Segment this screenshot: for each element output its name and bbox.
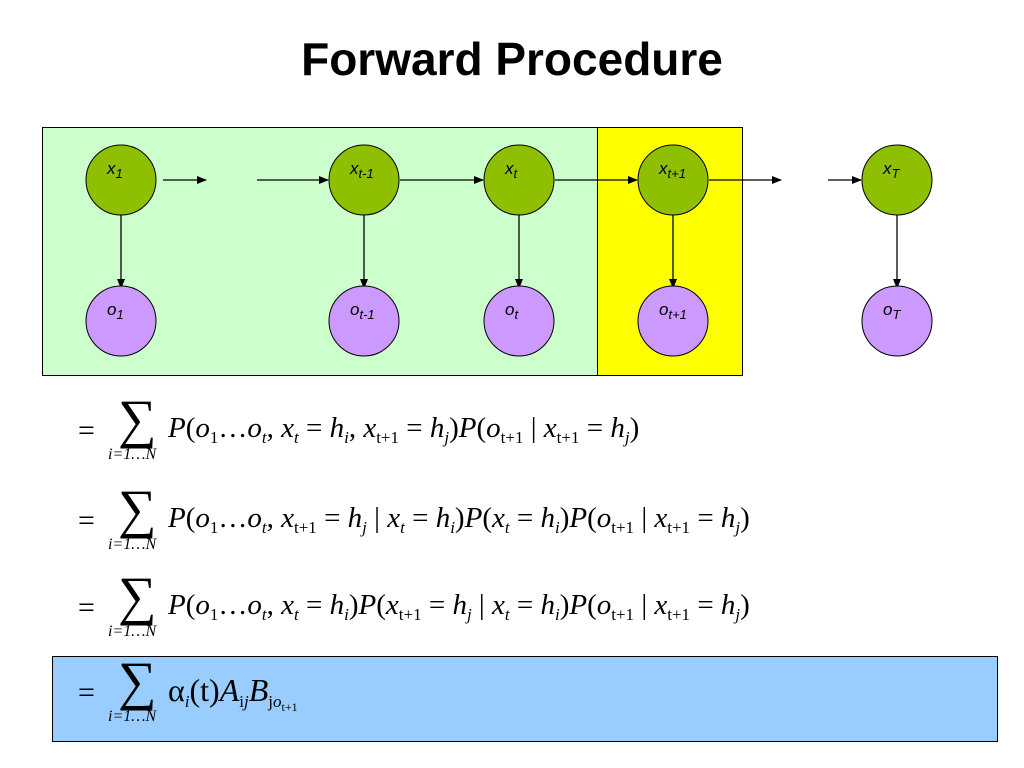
summation-range: i=1…N <box>108 708 157 725</box>
summation-range: i=1…N <box>108 446 157 463</box>
equation-body: P(o1…ot, xt = hi)P(xt+1 = hj | xt = hi)P… <box>168 589 750 624</box>
observation-node-label: ot-1 <box>350 300 375 322</box>
hidden-state-node <box>861 144 933 216</box>
equation-line-3: = ∑ i=1…N P(o1…ot, xt = hi)P(xt+1 = hj |… <box>78 569 978 643</box>
equation-line-1: = ∑ i=1…N P(o1…ot, xt = hi, xt+1 = hj)P(… <box>78 392 978 466</box>
equation-line-2: = ∑ i=1…N P(o1…ot, xt+1 = hj | xt = hi)P… <box>78 482 978 556</box>
hidden-state-node-label: xT <box>882 159 901 181</box>
equation-body: P(o1…ot, xt = hi, xt+1 = hj)P(ot+1 | xt+… <box>168 412 640 447</box>
slide-title: Forward Procedure <box>301 33 723 85</box>
equation-body: P(o1…ot, xt+1 = hj | xt = hi)P(xt = hi)P… <box>168 502 750 537</box>
observation-node <box>483 285 555 357</box>
hidden-state-node-label: xt+1 <box>658 159 686 181</box>
observation-node <box>861 285 933 357</box>
summation-symbol: ∑ <box>118 389 157 449</box>
hidden-state-node <box>328 144 400 216</box>
observation-node-label: oT <box>883 300 901 322</box>
summation-symbol: ∑ <box>118 651 157 711</box>
blue-panel <box>52 656 998 742</box>
equals-sign: = <box>78 504 95 537</box>
hidden-state-node <box>637 144 709 216</box>
hidden-state-node-label: xt-1 <box>349 159 374 181</box>
observation-node <box>637 285 709 357</box>
equals-sign: = <box>78 414 95 447</box>
summation-range: i=1…N <box>108 536 157 553</box>
summation-symbol: ∑ <box>118 566 157 626</box>
hidden-state-node <box>483 144 555 216</box>
summation-range: i=1…N <box>108 623 157 640</box>
hidden-state-node-label: xt <box>504 159 519 181</box>
observation-node-label: ot <box>505 300 519 322</box>
equals-sign: = <box>78 676 95 709</box>
equals-sign: = <box>78 591 95 624</box>
observation-node <box>85 285 157 357</box>
summation-symbol: ∑ <box>118 479 157 539</box>
hidden-state-node-label: x1 <box>106 159 123 181</box>
observation-node-label: o1 <box>107 300 124 322</box>
observation-node <box>328 285 400 357</box>
equation-body: αi(t)AijBjot+1 <box>168 672 298 714</box>
equation-line-4: = ∑ i=1…N αi(t)AijBjot+1 <box>78 654 978 728</box>
hidden-state-node <box>85 144 157 216</box>
observation-node-label: ot+1 <box>659 300 687 322</box>
